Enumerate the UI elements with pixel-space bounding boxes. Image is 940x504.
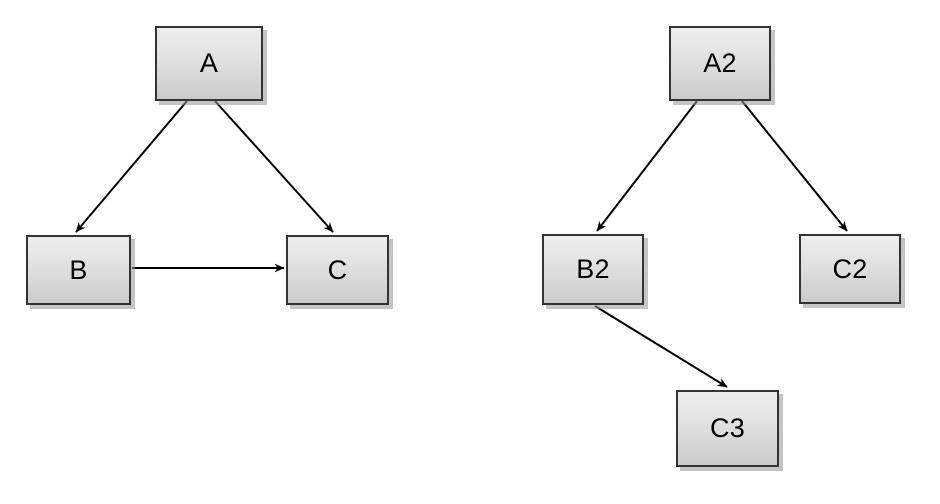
edge-a2-b2[interactable] <box>596 100 698 232</box>
node-a2[interactable]: A2 <box>669 26 771 101</box>
node-a[interactable]: A <box>155 26 263 101</box>
node-label-b: B <box>69 254 88 285</box>
node-c[interactable]: C <box>286 235 389 305</box>
node-label-a2: A2 <box>703 48 737 78</box>
node-label-c: C <box>327 254 348 285</box>
edge-a-c[interactable] <box>214 100 334 233</box>
node-label-c2: C2 <box>832 253 868 284</box>
edge-a-b[interactable] <box>75 100 188 233</box>
edge-b2-c3[interactable] <box>594 305 728 388</box>
node-label-a: A <box>199 48 219 78</box>
node-c3[interactable]: C3 <box>676 390 779 467</box>
node-c2[interactable]: C2 <box>799 234 901 304</box>
node-b2[interactable]: B2 <box>542 234 644 305</box>
node-b[interactable]: B <box>26 235 131 305</box>
node-label-c3: C3 <box>710 413 745 443</box>
node-label-b2: B2 <box>576 254 610 284</box>
edges-group <box>75 100 848 388</box>
edge-a2-c2[interactable] <box>741 100 848 232</box>
